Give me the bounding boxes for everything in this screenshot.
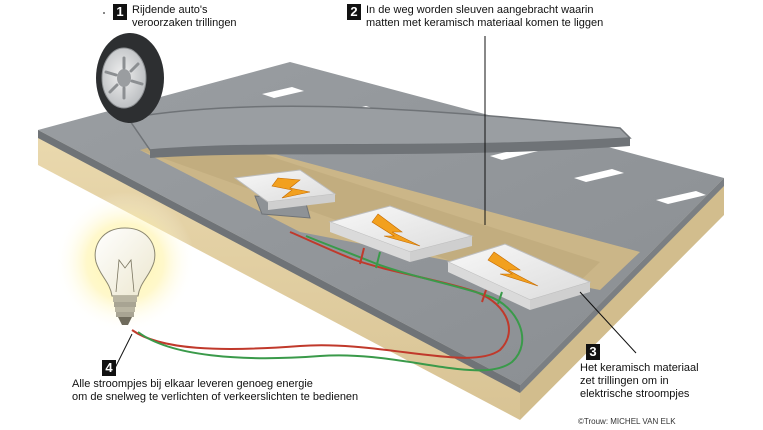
step-3-line-2: zet trillingen om in (580, 375, 669, 387)
soil-right-face (520, 178, 724, 420)
tire-icon (96, 33, 164, 123)
step-3-line-1: Het keramisch materiaal (580, 362, 699, 374)
wires (131, 231, 524, 372)
step-3-number: 3 (586, 344, 600, 360)
step-1-line-1: Rijdende auto's (132, 4, 208, 16)
callout-lines (103, 12, 637, 371)
step-1-number: 1 (113, 4, 127, 20)
credit-text: ©Trouw: MICHEL VAN ELK (578, 417, 676, 426)
lightbulb-icon (55, 192, 195, 332)
step-4: 4 Alle stroompjes bij elkaar leveren gen… (72, 360, 358, 404)
step-3-line-3: elektrische stroompjes (580, 388, 690, 400)
step-2-number: 2 (347, 4, 361, 20)
lifted-asphalt-strip-edge (150, 138, 630, 158)
step-3: 3 Het keramisch materiaal zet trillingen… (580, 344, 699, 401)
asphalt-front-edge (38, 130, 520, 393)
step-2-line-2: matten met keramisch materiaal komen te … (366, 17, 604, 29)
wire-red (131, 231, 510, 359)
step-1-line-2: veroorzaken trillingen (132, 17, 237, 29)
ceramic-tile-2 (328, 205, 474, 262)
step-2: 2 In de weg worden sleuven aangebracht w… (347, 4, 603, 30)
step-4-number: 4 (102, 360, 116, 376)
step-1: 1 Rijdende auto's veroorzaken trillingen (113, 4, 237, 30)
callout-line-3 (579, 291, 637, 354)
wire-green (137, 235, 524, 372)
lightning-icon (271, 177, 539, 287)
callout-line-4 (113, 333, 133, 371)
asphalt-right-edge (520, 178, 724, 393)
step-4-line-2: om de snelweg te verlichten of verkeersl… (72, 391, 359, 403)
step-2-line-1: In de weg worden sleuven aangebracht waa… (366, 4, 594, 16)
step-4-line-1: Alle stroompjes bij elkaar leveren genoe… (72, 378, 313, 390)
ceramic-tile-3 (446, 243, 592, 310)
